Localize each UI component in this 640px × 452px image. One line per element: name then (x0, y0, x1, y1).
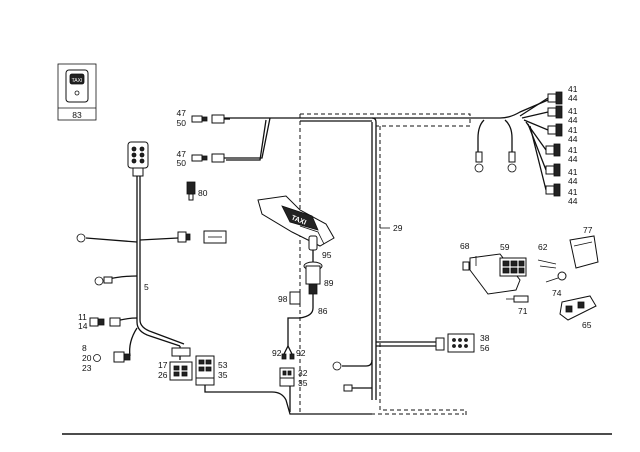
callout-23: 23 (82, 363, 92, 373)
callout-50-upper: 50 (177, 118, 187, 128)
callout-74: 74 (552, 288, 562, 298)
taxi-sign-assembly: TAXI 95 89 86 98 92 92 (257, 195, 335, 360)
callout-98: 98 (278, 294, 288, 304)
callout-44-d: 44 (568, 154, 578, 164)
callout-44-e: 44 (568, 176, 578, 186)
callout-44-f: 44 (568, 196, 578, 206)
callout-8: 8 (82, 343, 87, 353)
callout-44-a: 44 (568, 93, 578, 103)
callout-68: 68 (460, 241, 470, 251)
callout-59: 59 (500, 242, 510, 252)
callout-41-b: 41 (568, 106, 578, 116)
callout-44-b: 44 (568, 115, 578, 125)
callout-5: 5 (144, 282, 149, 292)
callout-89: 89 (324, 278, 334, 288)
callout-47-lower: 47 (177, 149, 187, 159)
fanout-41-44: 41 44 41 44 41 44 41 44 41 44 41 44 (519, 84, 578, 206)
callout-20: 20 (82, 353, 92, 363)
callout-53: 53 (218, 360, 228, 370)
callout-38: 38 (480, 333, 490, 343)
callout-26: 26 (158, 370, 168, 380)
switch-icon-label: TAXI (72, 78, 83, 84)
callout-41-a: 41 (568, 84, 578, 94)
inset-switch-83: TAXI 83 (57, 63, 97, 121)
callout-41-c: 41 (568, 125, 578, 135)
callout-17: 17 (158, 360, 168, 370)
module-assembly: 68 59 62 74 71 77 65 (460, 225, 599, 330)
center-ground-branch (332, 359, 373, 392)
main-trunk (222, 99, 549, 416)
callout-86: 86 (318, 306, 328, 316)
callout-95: 95 (322, 250, 332, 260)
connector-47-50-lower: 47 50 (177, 117, 271, 168)
callout-62: 62 (538, 242, 548, 252)
callout-35-right: 35 (298, 378, 308, 388)
ring-terminal-branches (474, 119, 517, 173)
callout-41-d: 41 (568, 145, 578, 155)
callout-56: 56 (480, 343, 490, 353)
callout-80: 80 (198, 188, 208, 198)
callout-41-e: 41 (568, 167, 578, 177)
callout-77: 77 (583, 225, 593, 235)
callout-92-right: 92 (296, 348, 306, 358)
callout-47-upper: 47 (177, 108, 187, 118)
callout-71: 71 (518, 306, 528, 316)
callout-50-lower: 50 (177, 158, 187, 168)
callout-44-c: 44 (568, 134, 578, 144)
left-harness: 5 11 14 8 20 23 17 26 53 35 (76, 141, 372, 415)
connector-47-50-upper: 47 50 (177, 108, 230, 128)
callout-29-group: 29 (380, 223, 403, 233)
connector-32-35: 32 35 (279, 367, 308, 388)
callout-92-left: 92 (272, 348, 282, 358)
callout-32: 32 (298, 368, 308, 378)
connector-38-56: 38 56 (376, 333, 490, 353)
sensor-80: 80 (186, 181, 208, 201)
callout-14: 14 (78, 321, 88, 331)
callout-83: 83 (72, 110, 82, 120)
callout-65: 65 (582, 320, 592, 330)
callout-35-left: 35 (218, 370, 228, 380)
callout-11: 11 (78, 312, 87, 322)
callout-41-f: 41 (568, 187, 578, 197)
callout-29: 29 (393, 223, 403, 233)
